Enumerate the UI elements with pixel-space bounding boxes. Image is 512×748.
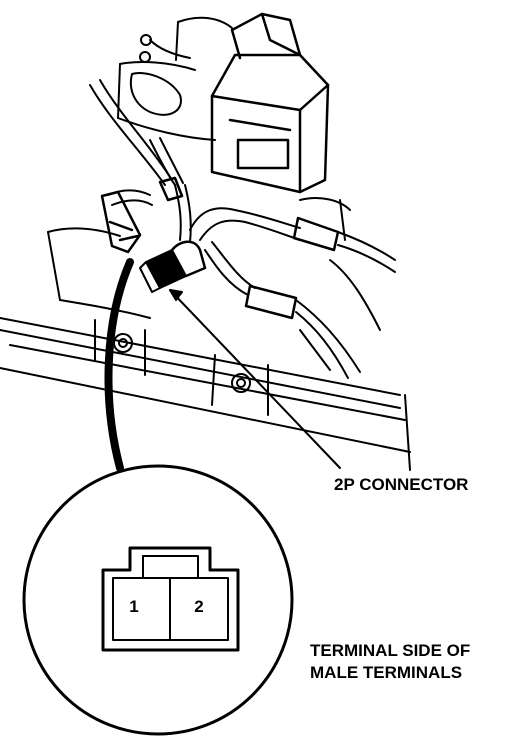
connector-face: [101, 546, 240, 652]
terminal-side-label: TERMINAL SIDE OF MALE TERMINALS: [310, 640, 470, 684]
engine-body-outline: [0, 16, 411, 471]
pin-2-label: 2: [194, 597, 203, 616]
pin-1-label: 1: [129, 597, 138, 616]
detail-circle: [22, 464, 294, 736]
bolt-holes: [113, 34, 251, 393]
harness-connectors: [100, 176, 340, 320]
detail-pointer-cable: [104, 258, 134, 472]
control-module: [210, 12, 330, 194]
terminal-side-label-line2: MALE TERMINALS: [310, 663, 463, 682]
connector-label: 2P CONNECTOR: [334, 475, 469, 494]
leader-line: [169, 289, 341, 469]
wiring-harness: [89, 79, 396, 379]
terminal-side-label-line1: TERMINAL SIDE OF: [310, 641, 471, 660]
2p-connector-body: [139, 240, 207, 293]
